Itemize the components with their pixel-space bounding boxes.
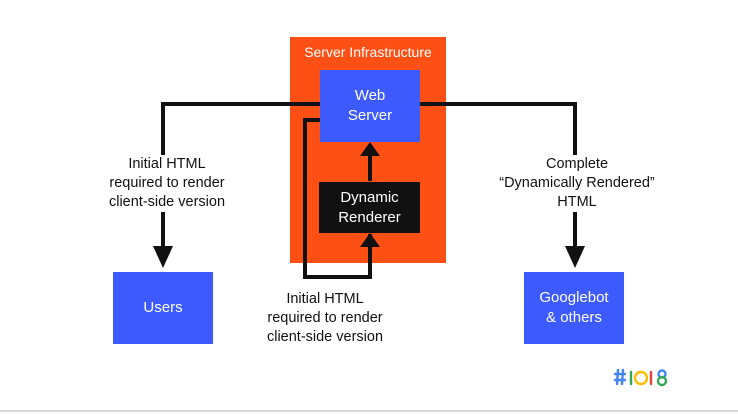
wire-web-server-to-renderer-loop xyxy=(303,118,372,279)
arrowhead-users xyxy=(153,246,173,268)
arrowhead-googlebot xyxy=(565,246,585,268)
edge-label-users: Initial HTML required to render client-s… xyxy=(94,155,240,212)
edge-label-googlebot: Complete “Dynamically Rendered” HTML xyxy=(490,155,664,212)
web-server-node: Web Server xyxy=(320,70,420,142)
server-infrastructure-title: Server Infrastructure xyxy=(304,44,432,60)
io18-logo xyxy=(613,368,668,387)
edge-label-renderer: Initial HTML required to render client-s… xyxy=(252,290,398,347)
arrowhead-web-server xyxy=(360,142,380,156)
slide-bottom-rule xyxy=(0,410,738,412)
dynamic-renderer-node: Dynamic Renderer xyxy=(319,182,420,233)
googlebot-node: Googlebot & others xyxy=(524,272,624,344)
users-node: Users xyxy=(113,272,213,344)
arrowhead-renderer xyxy=(360,233,380,247)
